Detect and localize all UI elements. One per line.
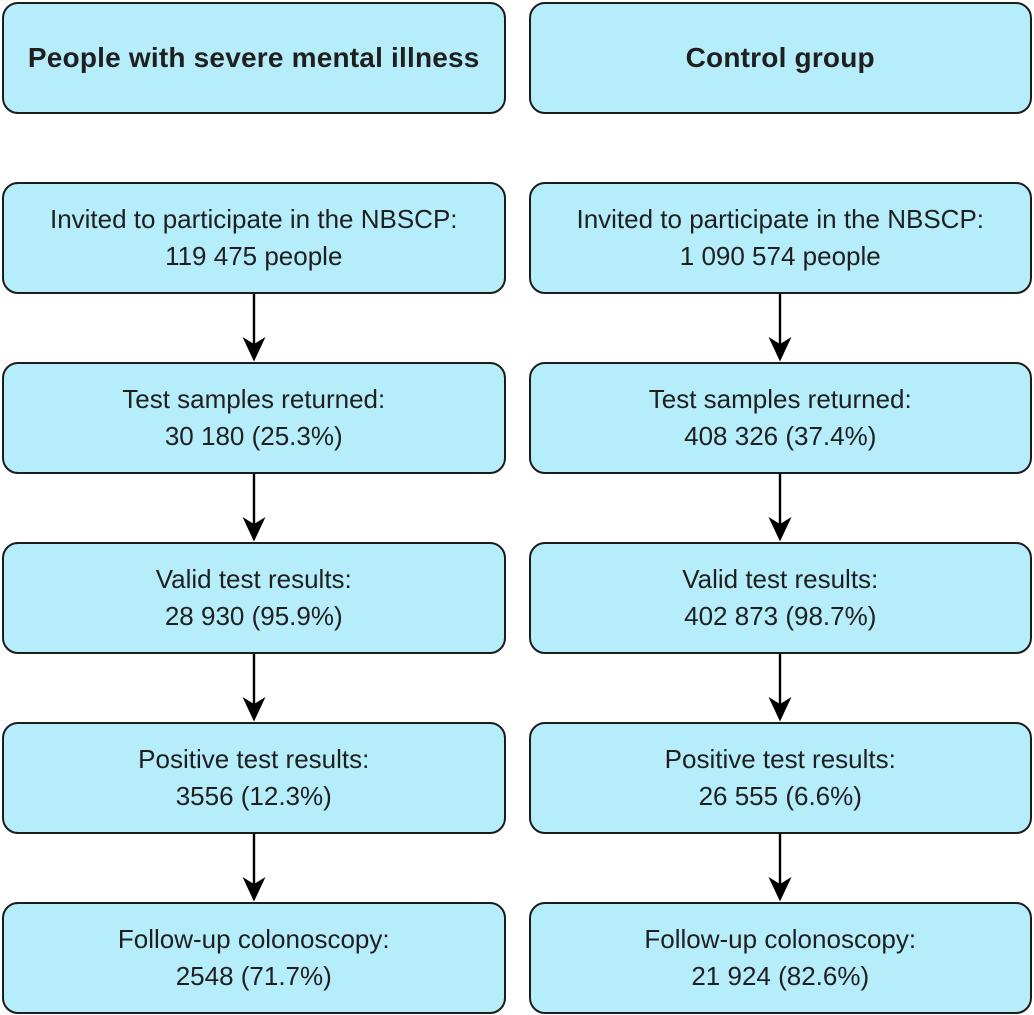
step-label: Invited to participate in the NBSCP:: [49, 204, 458, 234]
arrow-gap: [529, 474, 1033, 542]
arrow-down-icon: [768, 294, 792, 362]
arrow-gap: [529, 654, 1033, 722]
step-value: 1 090 574 people: [679, 241, 881, 271]
arrow-gap: [529, 834, 1033, 902]
flow-box-colonoscopy-control: Follow-up colonoscopy: 21 924 (82.6%): [528, 902, 1032, 1014]
step-label: Positive test results:: [138, 744, 370, 774]
flow-box-positive-control: Positive test results: 26 555 (6.6%): [528, 722, 1032, 834]
arrow-down-icon: [242, 834, 266, 902]
step-label: Invited to participate in the NBSCP:: [576, 204, 985, 234]
arrow-gap: [2, 654, 506, 722]
flow-box-returned-control: Test samples returned: 408 326 (37.4%): [528, 362, 1032, 474]
arrow-gap: [2, 474, 506, 542]
header-box-control: Control group: [528, 2, 1032, 114]
step-value: 21 924 (82.6%): [691, 961, 870, 991]
step-value: 3556 (12.3%): [175, 781, 332, 811]
step-value: 119 475 people: [165, 241, 343, 271]
step-label: Test samples returned:: [648, 384, 912, 414]
flow-box-valid-control: Valid test results: 402 873 (98.7%): [528, 542, 1032, 654]
column-severe-mental-illness: People with severe mental illness Invite…: [2, 2, 506, 1014]
flow-box-invited-control: Invited to participate in the NBSCP: 1 0…: [528, 182, 1032, 294]
arrow-gap: [2, 294, 506, 362]
arrow-down-icon: [768, 834, 792, 902]
arrow-down-icon: [768, 654, 792, 722]
step-value: 26 555 (6.6%): [698, 781, 862, 811]
arrow-gap: [2, 834, 506, 902]
arrow-down-icon: [768, 474, 792, 542]
arrow-down-icon: [242, 294, 266, 362]
column-control-group: Control group Invited to participate in …: [528, 2, 1033, 1014]
flow-box-valid-smi: Valid test results: 28 930 (95.9%): [2, 542, 506, 654]
step-label: Positive test results:: [664, 744, 896, 774]
header-box-smi: People with severe mental illness: [2, 2, 506, 114]
step-label: Follow-up colonoscopy:: [644, 924, 917, 954]
flow-box-invited-smi: Invited to participate in the NBSCP: 119…: [2, 182, 506, 294]
step-label: Test samples returned:: [122, 384, 386, 414]
step-value: 402 873 (98.7%): [684, 601, 877, 631]
step-value: 2548 (71.7%): [175, 961, 332, 991]
arrow-gap: [529, 294, 1033, 362]
column-header-label: People with severe mental illness: [27, 42, 480, 73]
column-header-label: Control group: [685, 42, 875, 73]
arrow-down-icon: [242, 474, 266, 542]
step-value: 30 180 (25.3%): [164, 421, 343, 451]
flow-box-returned-smi: Test samples returned: 30 180 (25.3%): [2, 362, 506, 474]
arrow-down-icon: [242, 654, 266, 722]
header-spacer: [2, 114, 506, 182]
header-spacer: [529, 114, 1033, 182]
step-label: Valid test results:: [155, 564, 352, 594]
step-label: Valid test results:: [682, 564, 879, 594]
step-value: 28 930 (95.9%): [164, 601, 343, 631]
step-label: Follow-up colonoscopy:: [117, 924, 390, 954]
flow-box-positive-smi: Positive test results: 3556 (12.3%): [2, 722, 506, 834]
step-value: 408 326 (37.4%): [684, 421, 877, 451]
flow-box-colonoscopy-smi: Follow-up colonoscopy: 2548 (71.7%): [2, 902, 506, 1014]
